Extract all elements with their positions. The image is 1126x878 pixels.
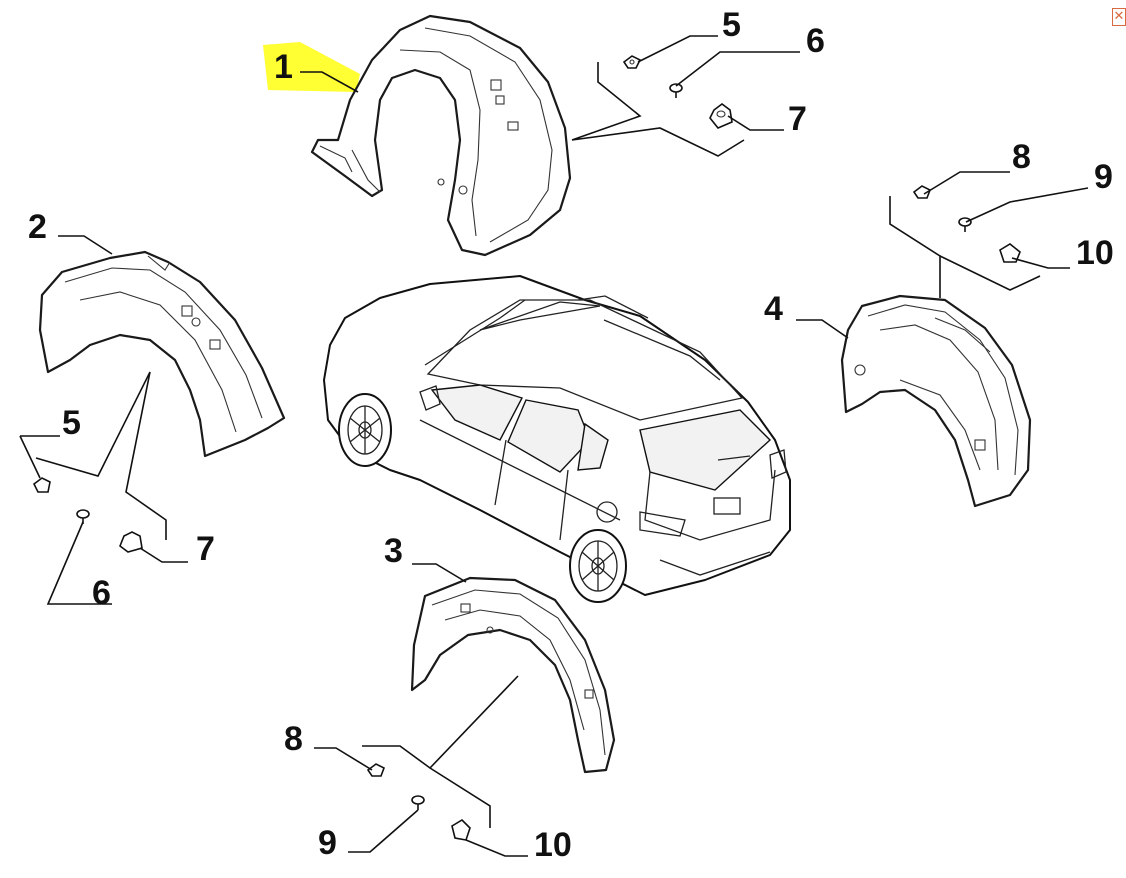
pushpin-10-right (999, 243, 1021, 263)
pushpin-10-bottom (451, 818, 471, 841)
close-icon[interactable]: ✕ (1112, 8, 1126, 26)
callout-4: 4 (764, 290, 783, 328)
part-2-wheelhouse-liner (38, 250, 286, 458)
clip-5-top (622, 55, 642, 69)
nut-7-left (119, 531, 143, 553)
rear-wheel (569, 529, 627, 603)
screw-6-top (669, 83, 683, 98)
screw-6-left (76, 509, 90, 524)
callout-6-top: 6 (806, 22, 825, 60)
clip-5-left (32, 477, 51, 493)
callout-5-left: 5 (62, 404, 81, 442)
callout-5-top: 5 (722, 6, 741, 44)
callout-8-bottom: 8 (284, 720, 303, 758)
callout-10-right: 10 (1076, 234, 1114, 272)
nut-7-top (709, 103, 733, 129)
callout-6-left: 6 (92, 574, 111, 612)
callout-9-bottom: 9 (318, 824, 337, 862)
callout-10-bottom: 10 (534, 826, 572, 864)
screw-9-bottom (411, 795, 425, 810)
part-1-wheelhouse-liner (310, 14, 572, 257)
callout-2: 2 (28, 208, 47, 246)
callout-labels: 1 5 6 7 2 5 7 6 3 4 8 9 10 8 9 10 (28, 6, 1114, 864)
vehicle-illustration (323, 275, 791, 603)
screw-9-right (958, 217, 972, 232)
clip-8-right (912, 185, 932, 199)
callout-3: 3 (384, 532, 403, 570)
leader-lines (19, 35, 1089, 857)
callout-7-left: 7 (196, 530, 215, 568)
part-4-wheelhouse-liner (840, 294, 1032, 508)
callout-7-top: 7 (788, 100, 807, 138)
front-wheel (338, 393, 392, 467)
callout-8-right: 8 (1012, 138, 1031, 176)
callout-1: 1 (274, 48, 293, 86)
part-3-wheelhouse-liner (410, 576, 616, 774)
callout-9-right: 9 (1094, 158, 1113, 196)
clip-8-bottom (366, 763, 386, 777)
